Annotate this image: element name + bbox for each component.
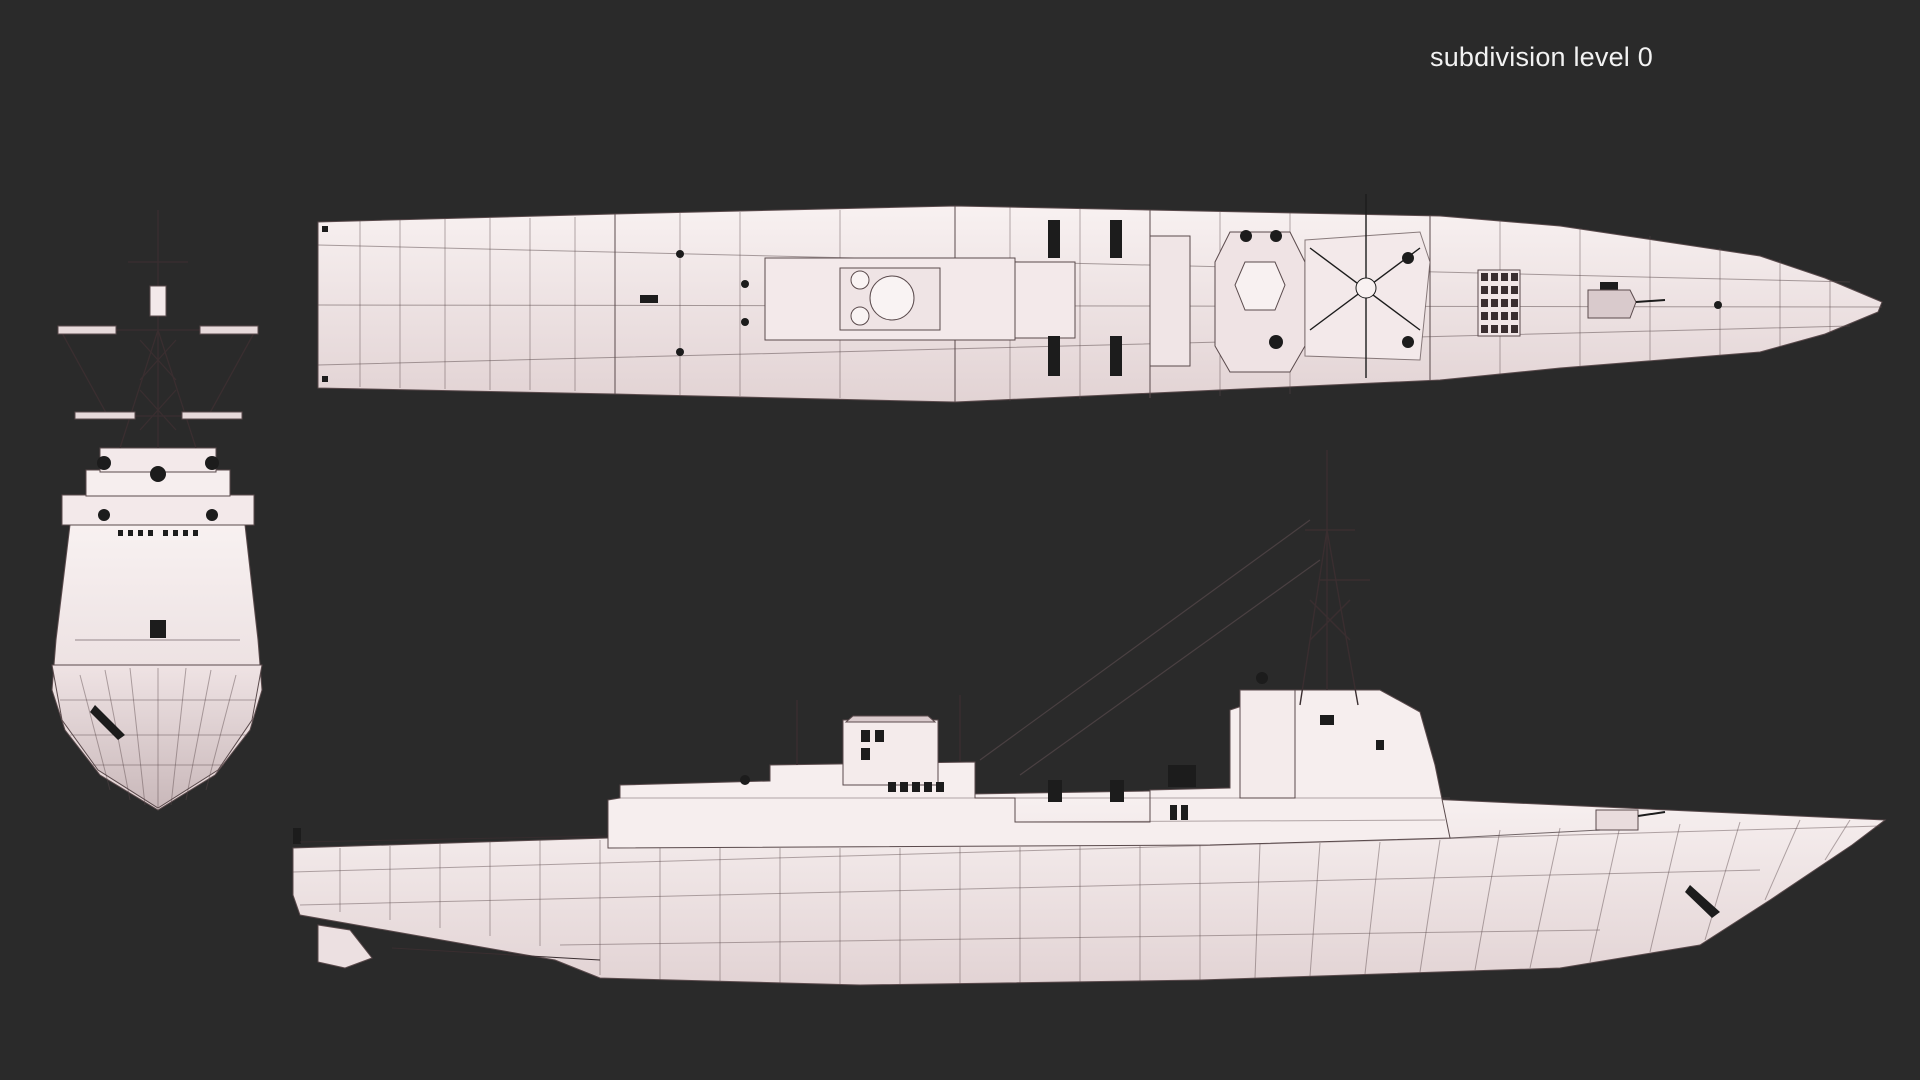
side-view xyxy=(292,450,1887,986)
top-view xyxy=(317,194,1883,403)
top-view-deck-outline xyxy=(317,205,1883,403)
subdivision-caption: subdivision level 0 xyxy=(1430,42,1653,72)
front-view xyxy=(51,210,263,811)
